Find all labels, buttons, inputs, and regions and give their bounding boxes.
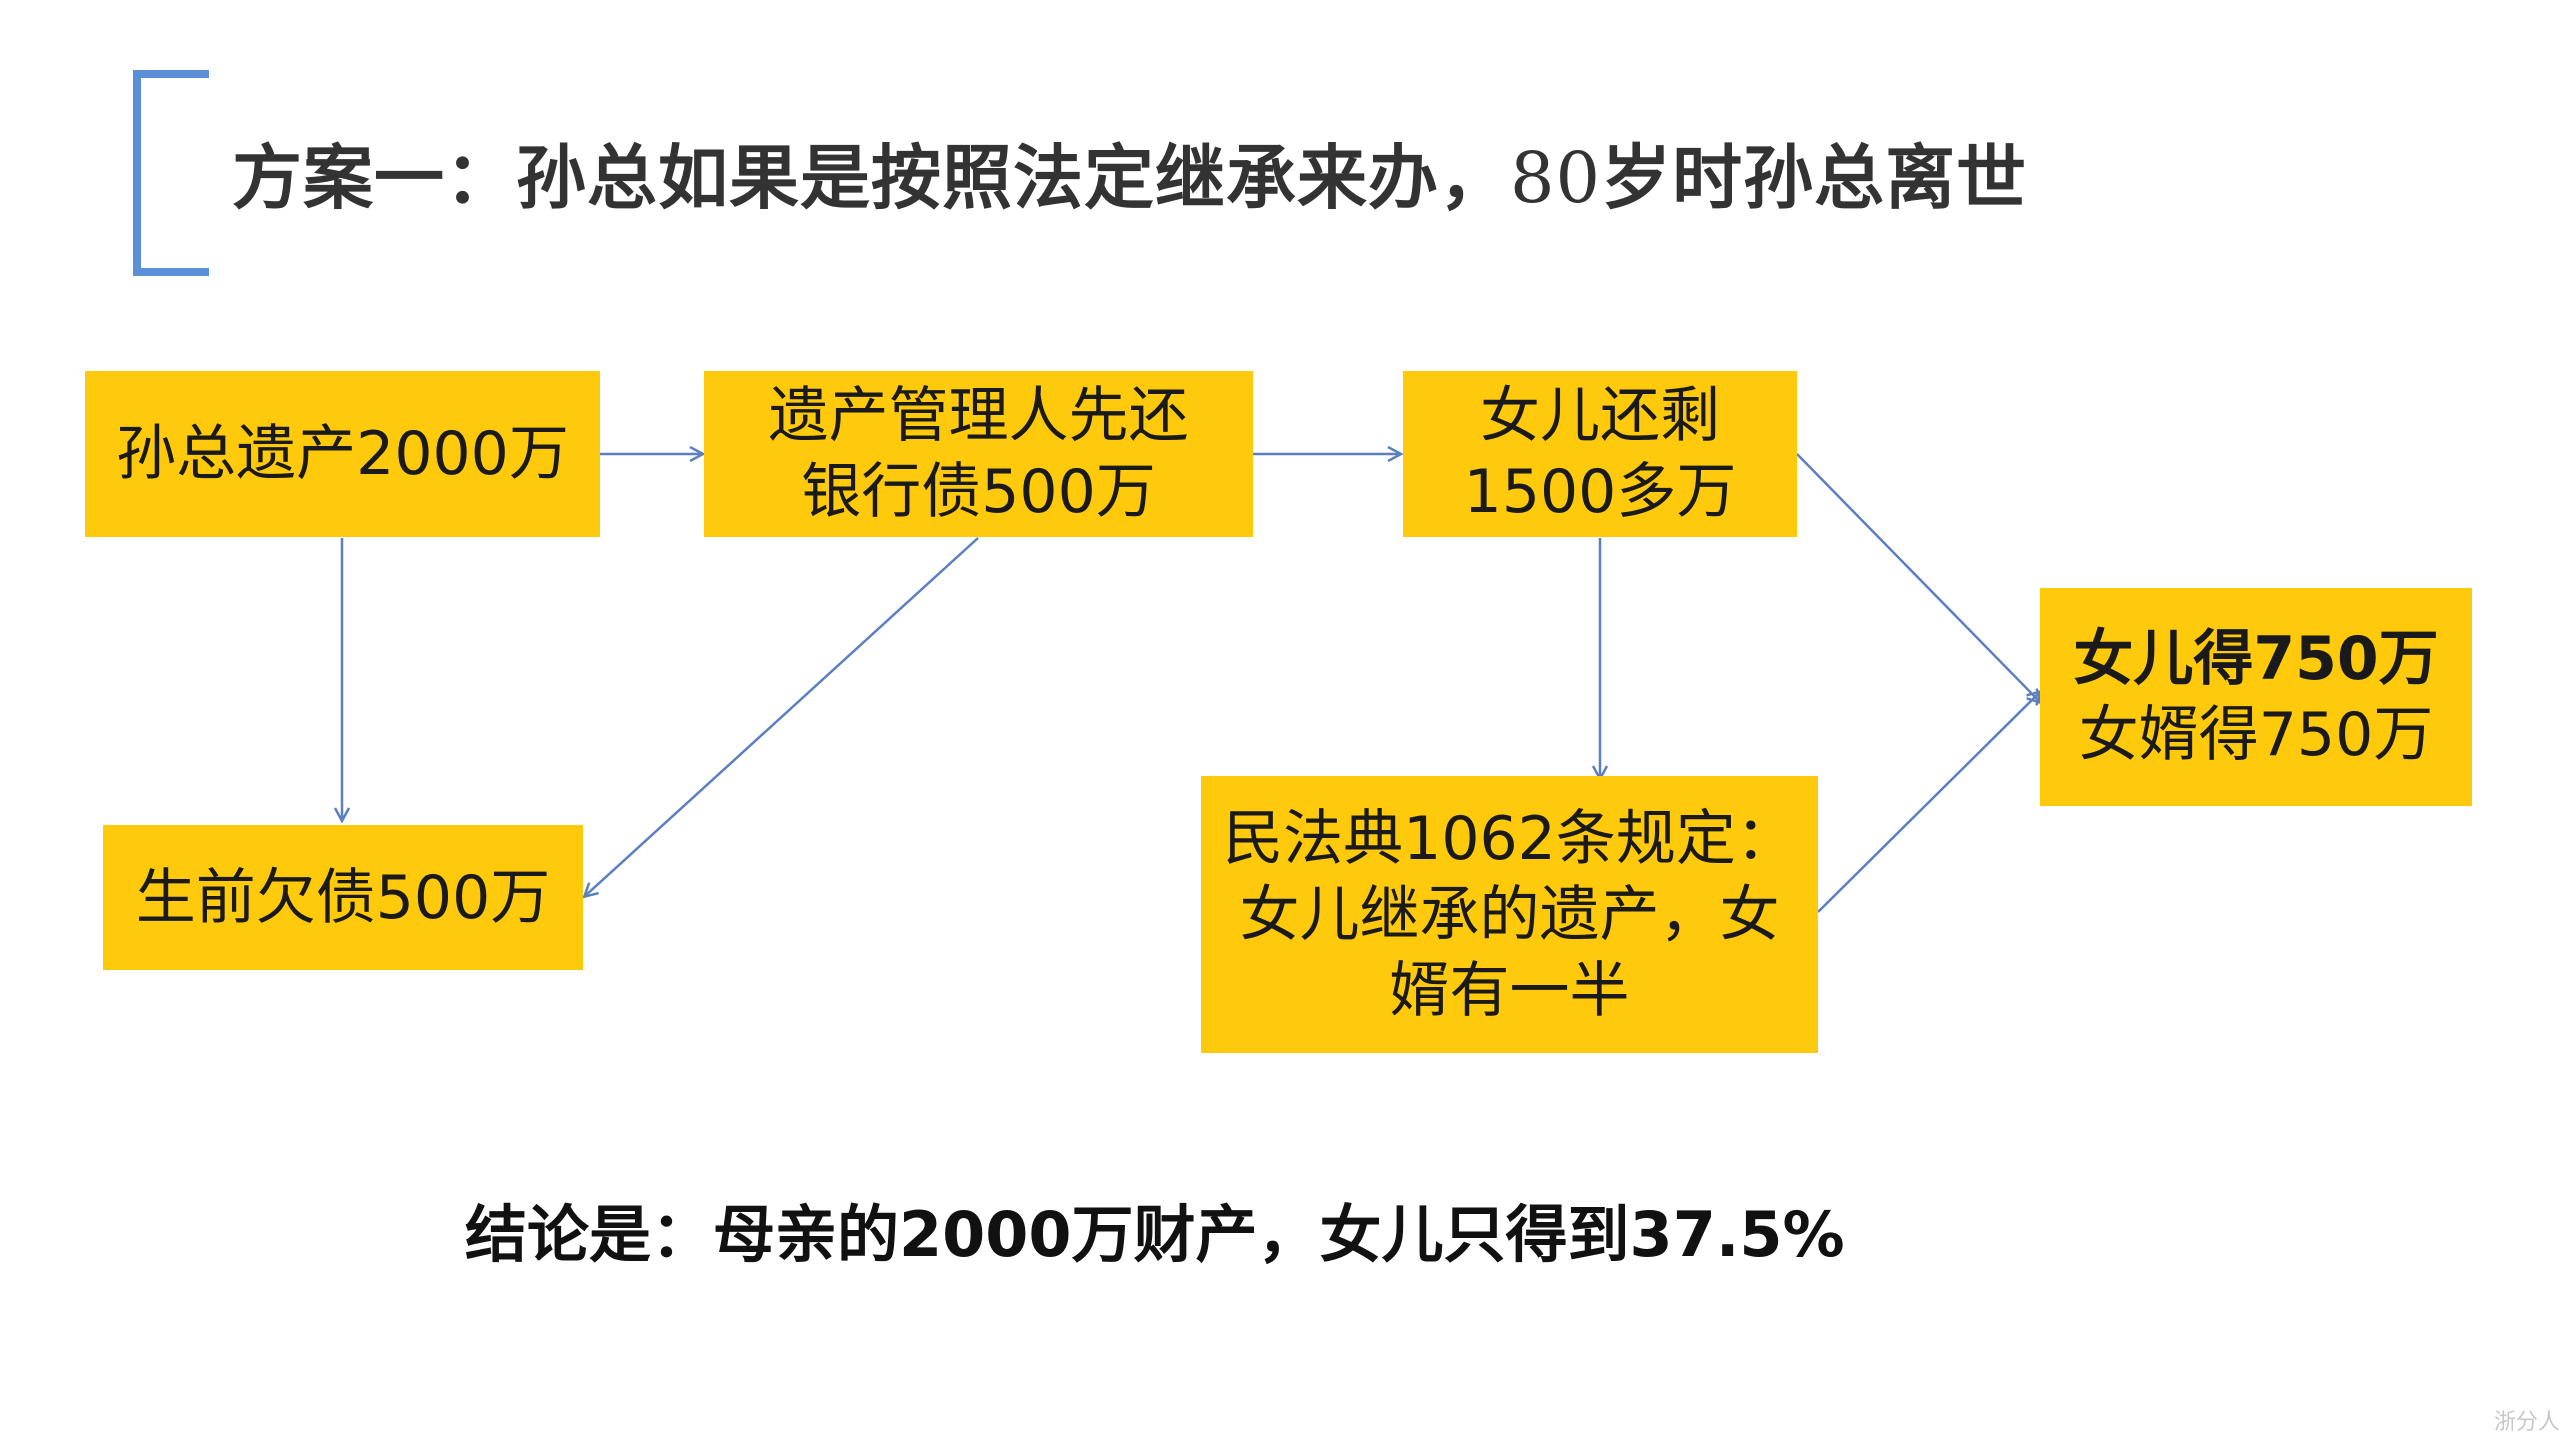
arrow-law-to-result [1817,692,2040,913]
arrow-manager-to-debt [585,537,979,896]
arrow-remaining-to-result [1796,453,2040,702]
result-box: 女儿得750万 女婿得750万 [2040,588,2472,806]
remaining-label-line2: 1500多万 [1463,457,1737,527]
result-label-line1: 女儿得750万 [2073,624,2439,694]
debt-label: 生前欠债500万 [135,862,551,933]
estate-box: 孙总遗产2000万 [85,371,600,537]
law-box: 民法典1062条规定： 女儿继承的遗产，女 婿有一半 [1201,776,1818,1053]
law-label-line1: 民法典1062条规定： [1223,803,1796,874]
conclusion-text: 结论是：母亲的2000万财产，女儿只得到37.5% [465,1198,1845,1271]
debt-box: 生前欠债500万 [103,825,583,970]
remaining-box: 女儿还剩 1500多万 [1403,371,1797,537]
law-label-line2: 女儿继承的遗产，女 [1239,879,1780,950]
title-part1: 方案一：孙总如果是按照法定继承来办， [232,137,1510,219]
result-label-line2: 女婿得750万 [2078,700,2434,770]
title-age: 80 [1510,137,1602,219]
page-title: 方案一：孙总如果是按照法定继承来办，80岁时孙总离世 [232,128,2027,228]
estate-label: 孙总遗产2000万 [116,419,569,489]
manager-box: 遗产管理人先还 银行债500万 [704,371,1253,537]
title-part2: 岁时孙总离世 [1601,137,2028,219]
remaining-label-line1: 女儿还剩 [1480,381,1720,451]
law-label-line3: 婿有一半 [1389,955,1630,1026]
manager-label-line2: 银行债500万 [801,457,1156,527]
title-bracket [133,70,209,276]
watermark-text: 浙分人 [2493,1410,2560,1435]
manager-label-line1: 遗产管理人先还 [768,381,1189,451]
